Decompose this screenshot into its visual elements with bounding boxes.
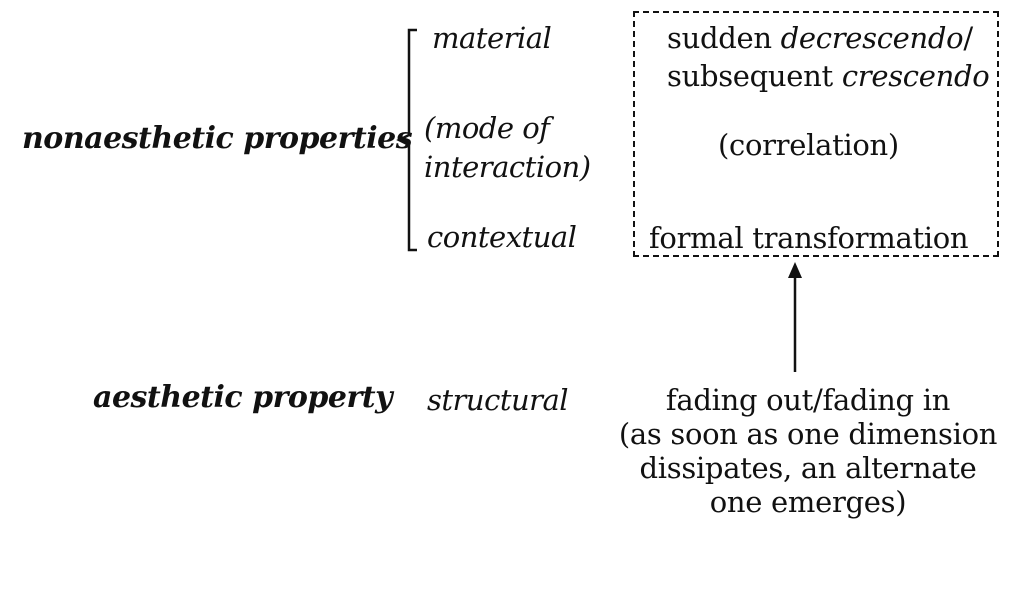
box-line2-text-b: crescendo — [841, 59, 990, 93]
box-correlation-label: (correlation) — [718, 128, 899, 162]
nonaesthetic-properties-label: nonaesthetic properties — [22, 121, 413, 156]
contextual-label: contextual — [427, 220, 577, 254]
mode-of-interaction-label-line1: (mode of — [424, 111, 550, 145]
nonaesthetic-description-box — [633, 11, 999, 257]
fading-line4: one emerges) — [709, 485, 907, 519]
box-line1-text-c: / — [963, 21, 973, 55]
structural-label: structural — [427, 383, 569, 417]
aesthetic-property-label: aesthetic property — [93, 380, 393, 415]
fading-line3: dissipates, an alternate — [639, 451, 977, 485]
grouping-brace — [396, 28, 417, 252]
box-line-subsequent-crescendo: subsequent crescendo — [667, 59, 990, 93]
box-line-sudden-decrescendo: sudden decrescendo/ — [667, 24, 973, 53]
mode-of-interaction-label-line2: interaction) — [424, 150, 591, 184]
upward-arrow — [788, 262, 802, 372]
fading-line1: fading out/fading in — [665, 383, 951, 417]
material-label: material — [432, 21, 552, 55]
box-line2-text-a: subsequent — [667, 59, 842, 93]
box-line1-text-a: sudden — [667, 21, 781, 55]
fading-description: fading out/fading in (as soon as one dim… — [608, 383, 1008, 519]
box-line1-text-b: decrescendo — [780, 21, 964, 55]
box-formal-transformation-label: formal transformation — [649, 221, 969, 255]
fading-line2: (as soon as one dimension — [618, 417, 998, 451]
